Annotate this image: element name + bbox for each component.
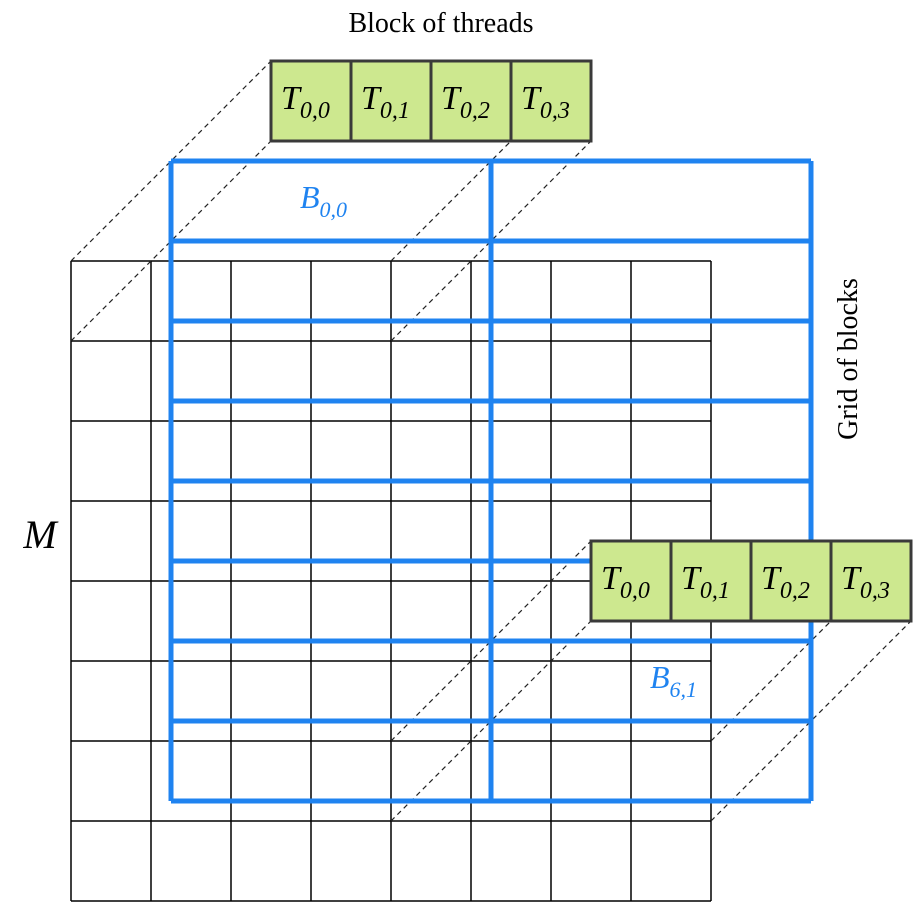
grid-of-blocks-label: Grid of blocks [833, 278, 864, 440]
block-label-b00: B0,0 [300, 179, 347, 222]
thread-block-top: T0,0 T0,1 T0,2 T0,3 [269, 59, 593, 143]
thread-right-label-2: T0,2 [761, 560, 810, 604]
thread-right-label-3: T0,3 [841, 560, 890, 604]
thread-block-right: T0,0 T0,1 T0,2 T0,3 [589, 539, 913, 623]
thread-top-label-3: T0,3 [521, 80, 570, 124]
projection-line [70, 60, 272, 262]
matrix-label: M [22, 512, 59, 557]
thread-right-cell-3 [829, 539, 913, 623]
thread-top-label-1: T0,1 [361, 80, 410, 124]
projection-line [70, 140, 272, 342]
thread-top-label-2: T0,2 [441, 80, 490, 124]
grid-of-blocks [168, 158, 814, 804]
thread-top-label-0: T0,0 [281, 80, 330, 124]
diagram-title: Block of threads [348, 8, 533, 39]
block-label-b61: B6,1 [650, 659, 697, 702]
projection-line [390, 540, 592, 742]
thread-right-cell-1 [669, 539, 753, 623]
thread-right-label-1: T0,1 [681, 560, 730, 604]
projection-lines [70, 60, 912, 822]
projection-line [390, 620, 592, 822]
thread-right-label-0: T0,0 [601, 560, 650, 604]
thread-top-cell-2 [429, 59, 513, 143]
projection-line [710, 620, 912, 822]
thread-right-cell-2 [749, 539, 833, 623]
thread-top-cell-1 [349, 59, 433, 143]
thread-right-cell-0 [589, 539, 673, 623]
thread-top-cell-3 [509, 59, 593, 143]
projection-line [390, 140, 592, 342]
